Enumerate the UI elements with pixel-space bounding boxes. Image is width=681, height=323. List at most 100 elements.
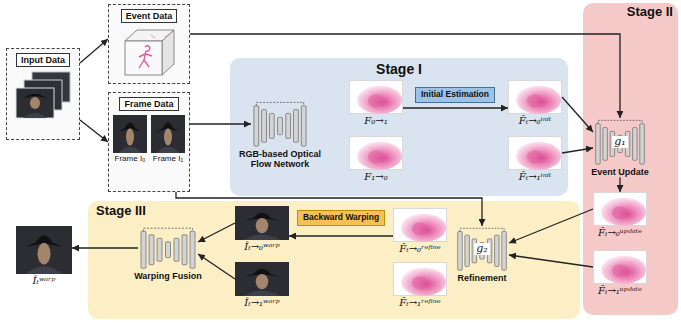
network-name: g₁ <box>612 136 627 148</box>
flow-map <box>508 80 562 114</box>
flow-map-shape <box>393 208 446 242</box>
input-panel: Input Data <box>6 48 80 140</box>
stage-band: g₂ Refinement F̂ₜ→₀ʳᵉᶠⁱⁿᵉF̂ₜ→₁ʳᵉᶠⁱⁿᵉ Backwa… <box>88 201 580 319</box>
flow-map-shape <box>393 262 446 296</box>
flow-map <box>593 192 647 226</box>
flow-arrow <box>190 34 620 118</box>
image-tile: Îₜʷᵃʳᵖ <box>16 226 72 287</box>
image-label: F̂ₜ→₁ᵘᵖᵈᵃᵗᵉ <box>598 285 642 297</box>
flow-map <box>593 250 647 284</box>
flow-arrow <box>289 235 393 236</box>
image-label: Îₜ→₀ʷᵃʳᵖ <box>244 241 279 253</box>
frame-image-shape <box>235 262 289 296</box>
stage-title: Stage III <box>96 204 580 219</box>
data-illustration-shape <box>16 72 70 118</box>
network-symbol-shape <box>141 228 195 268</box>
frame-label: Frame I₀ <box>115 154 146 163</box>
operation-box: Backward Warping <box>297 210 385 226</box>
network-symbol-shape <box>596 120 645 164</box>
frame-label: Frame I₁ <box>153 154 183 163</box>
network-name: g₂ <box>474 243 489 255</box>
video-frame <box>151 115 185 153</box>
image-label: F̂ₜ→₀ᵘᵖᵈᵃᵗᵉ <box>598 227 642 239</box>
flow-map <box>508 136 562 170</box>
network-symbol <box>251 100 309 148</box>
image-label: F̂ₜ→₀ʳᵉᶠⁱⁿᵉ <box>399 243 440 255</box>
flow-arrow <box>80 39 108 63</box>
operation-label: Backward Warping <box>303 213 379 223</box>
flow-arrow <box>562 97 593 132</box>
frame-image <box>235 262 289 296</box>
image-tile: F₁→₀ <box>349 136 403 183</box>
frame-image-shape <box>16 226 72 274</box>
flow-arrow <box>619 177 620 192</box>
image-tile: F̂ₜ→₁ʳᵉᶠⁱⁿᵉ <box>393 262 447 309</box>
flow-map-shape <box>349 136 402 170</box>
frame-image <box>235 206 289 240</box>
image-label: F₀→₁ <box>364 115 387 127</box>
flow-arrow <box>509 255 593 267</box>
flow-map <box>349 136 403 170</box>
network-block: g₁ Event Update <box>591 118 649 177</box>
image-label: F̂ₜ→₁ʳᵉᶠⁱⁿᵉ <box>399 297 440 309</box>
network-block: g₂ Refinement <box>455 226 509 283</box>
network-label: Refinement <box>457 273 506 283</box>
flow-map-shape <box>508 80 561 114</box>
video-frame <box>113 115 147 153</box>
data-illustration <box>121 27 177 77</box>
image-label: Îₜ→₁ʷᵃʳᵖ <box>244 297 279 309</box>
network-label: Event Update <box>591 167 649 177</box>
stage-title: Stage II <box>583 5 673 20</box>
panel-title: Event Data <box>121 9 178 23</box>
image-tile: F₀→₁ <box>349 80 403 127</box>
image-tile: F̂ₜ→₁ⁱⁿⁱᵗ <box>508 136 562 183</box>
image-label: F₁→₀ <box>364 171 387 183</box>
flow-map-shape <box>349 80 402 114</box>
panel-title: Input Data <box>16 53 70 67</box>
image-label: Îₜʷᵃʳᵖ <box>32 275 55 287</box>
image-label: F̂ₜ→₁ⁱⁿⁱᵗ <box>519 171 551 183</box>
stage-title: Stage I <box>230 61 568 77</box>
image-tile: F̂ₜ→₁ᵘᵖᵈᵃᵗᵉ <box>593 250 647 297</box>
network-label: RGB-based Optical Flow Network <box>235 149 325 170</box>
network-symbol-shape <box>254 102 306 146</box>
image-tile: F̂ₜ→₀ʳᵉᶠⁱⁿᵉ <box>393 208 447 255</box>
input-panel: Frame DataFrame I₀ Frame I₁ <box>108 92 190 192</box>
flow-map-shape <box>593 192 646 226</box>
flow-arrow <box>190 123 251 124</box>
flow-arrow <box>198 254 235 279</box>
flow-arrow <box>72 247 138 248</box>
stage-band: RGB-based Optical Flow Network F₀→₁ F₁→₀ In… <box>230 58 568 196</box>
network-block: Warping Fusion <box>134 226 202 281</box>
flow-arrow <box>80 120 108 142</box>
flow-map <box>393 262 447 296</box>
flow-map <box>349 80 403 114</box>
image-tile: F̂ₜ→₀ⁱⁿⁱᵗ <box>508 80 562 127</box>
operation-label: Initial Estimation <box>421 90 489 100</box>
flow-map-shape <box>593 250 646 284</box>
video-frame-shape <box>113 115 147 153</box>
frame-image-shape <box>235 206 289 240</box>
input-panel: Event Data <box>108 4 190 84</box>
flow-arrow <box>198 223 235 242</box>
network-symbol-shape <box>458 228 507 270</box>
data-illustration <box>14 71 72 121</box>
flow-arrow <box>562 148 593 153</box>
flow-arrow <box>176 192 482 226</box>
image-label: F̂ₜ→₀ⁱⁿⁱᵗ <box>519 115 551 127</box>
image-tile: Îₜ→₀ʷᵃʳᵖ <box>235 206 289 253</box>
image-tile: F̂ₜ→₀ᵘᵖᵈᵃᵗᵉ <box>593 192 647 239</box>
flow-arrow <box>403 107 508 108</box>
flow-map <box>393 208 447 242</box>
stage-band: g₁ Event UpdateF̂ₜ→₀ᵘᵖᵈᵃᵗᵉF̂ₜ→₁ᵘᵖᵈᵃᵗᵉ Stag… <box>583 3 678 315</box>
image-tile: Îₜ→₁ʷᵃʳᵖ <box>235 262 289 309</box>
data-illustration-shape <box>125 30 174 75</box>
panel-title: Frame Data <box>119 97 178 111</box>
network-block: RGB-based Optical Flow Network <box>235 100 325 170</box>
network-label: Warping Fusion <box>134 271 202 281</box>
operation-box: Initial Estimation <box>415 87 495 103</box>
flow-arrow <box>509 209 593 243</box>
frame-image <box>16 226 72 274</box>
